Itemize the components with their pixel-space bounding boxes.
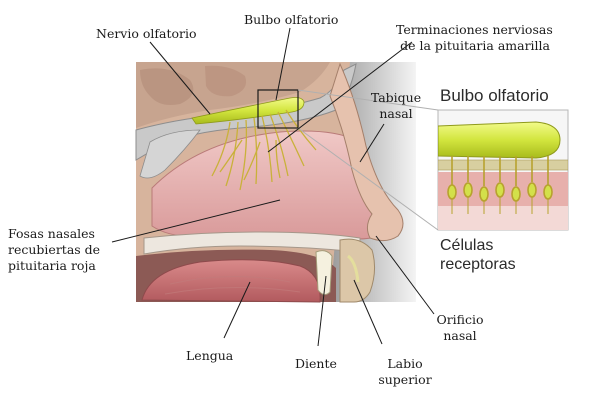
leader-fosas (111, 199, 281, 243)
label-diente: Diente (295, 356, 337, 371)
tooth (315, 250, 333, 296)
zoom-connector-bottom (297, 127, 439, 231)
inset-panel (437, 109, 569, 231)
inset-title: Bulbo olfatorio (440, 86, 549, 105)
inset-mucus (438, 206, 568, 230)
receptor-cilia (451, 197, 549, 214)
inset-label-celulas-receptoras: Células receptoras (440, 237, 516, 273)
leader-labio (353, 279, 383, 345)
sphenoid-bone (139, 129, 201, 179)
brain-fold-2 (205, 65, 247, 97)
label-lengua: Lengua (186, 348, 234, 363)
receptor-cells (447, 156, 553, 202)
leader-diente (317, 275, 327, 347)
leader-terminaciones (267, 41, 413, 153)
leader-bulbo (275, 27, 291, 101)
leader-tabique (359, 123, 385, 163)
label-tabique-nasal: Tabique nasal (370, 90, 422, 121)
label-fosas-nasales: Fosas nasales recubiertas de pituitaria … (8, 226, 101, 273)
inset-bone (438, 159, 568, 171)
leader-lines (111, 27, 435, 347)
leader-lengua (223, 281, 251, 339)
head-section (135, 62, 416, 303)
leader-orificio (375, 235, 435, 315)
tongue (141, 259, 321, 303)
inset-bulb (438, 121, 561, 159)
label-labio-superior: Labio superior (378, 356, 432, 387)
label-bulbo-olfatorio: Bulbo olfatorio (244, 12, 339, 27)
leader-nervio (149, 41, 211, 115)
label-nervio-olfatorio: Nervio olfatorio (96, 26, 197, 41)
olfactory-bulb (191, 97, 305, 125)
olfactory-fibers (211, 109, 317, 191)
zoom-connector-top (297, 89, 439, 111)
label-orificio-nasal: Orificio nasal (436, 312, 484, 343)
label-terminaciones: Terminaciones nerviosas de la pituitaria… (396, 22, 553, 53)
